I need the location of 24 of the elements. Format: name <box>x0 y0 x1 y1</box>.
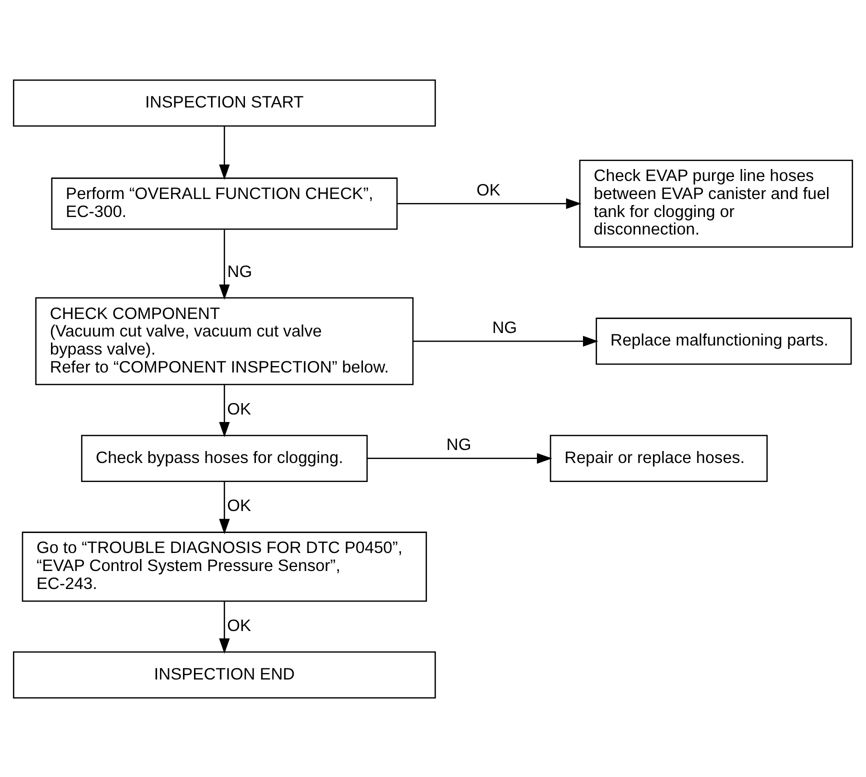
node-box: Go to “TROUBLE DIAGNOSIS FOR DTC P0450”, “EVAP Control System Pressure Sensor”, EC-243. <box>22 531 427 602</box>
edge-label: OK <box>227 398 252 418</box>
node-box: INSPECTION START <box>12 78 436 126</box>
node-box: Repair or replace hoses. <box>550 434 768 482</box>
arrow <box>219 126 230 180</box>
edge-label: OK <box>476 180 500 199</box>
arrow <box>219 229 230 300</box>
node-box: CHECK COMPONENT (Vacuum cut valve, vacuum cut valve bypass valve). Refer to “COMPONENT INSPECTION” below. <box>35 296 414 385</box>
node-box: INSPECTION END <box>12 650 436 698</box>
arrow <box>219 481 230 534</box>
edge-label: NG <box>492 317 518 336</box>
node-box: Check EVAP purge line hoses between EVAP canister and fuel tank for clogging or disconnection. <box>579 159 854 248</box>
node-box: Perform “OVERALL FUNCTION CHECK”, EC-300. <box>51 177 398 230</box>
arrow <box>397 198 582 209</box>
arrow <box>413 335 598 346</box>
arrow <box>219 600 230 654</box>
edge-label: OK <box>227 615 252 634</box>
node-box: Replace malfunctioning parts. <box>596 317 852 364</box>
arrow <box>219 384 230 437</box>
edge-label: NG <box>227 261 252 280</box>
edge-label: NG <box>446 434 472 454</box>
edge-label: OK <box>227 496 252 515</box>
arrow <box>367 452 552 464</box>
node-box: Check bypass hoses for clogging. <box>81 434 368 482</box>
